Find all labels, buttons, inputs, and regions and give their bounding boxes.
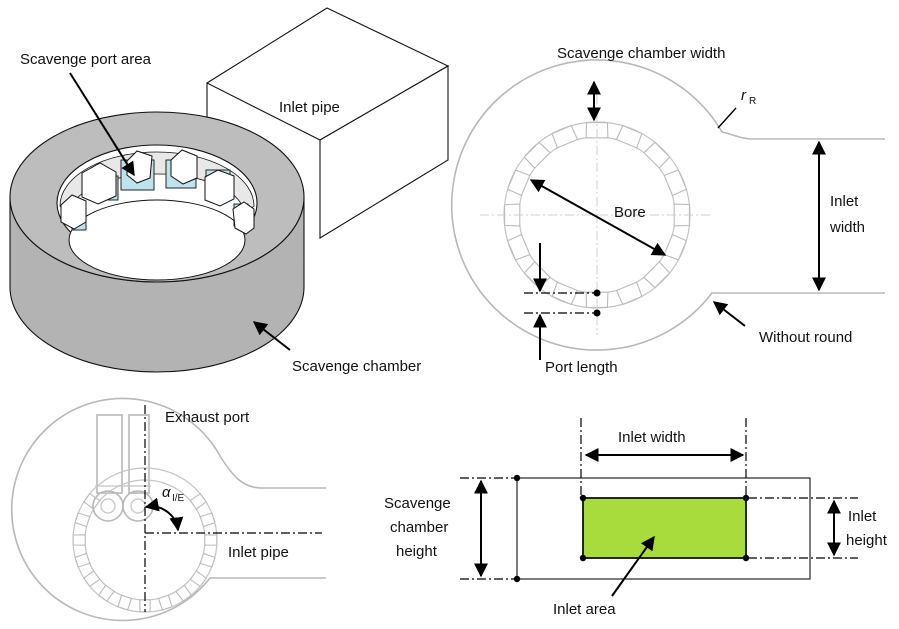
label-scavenge-chamber-height-2: chamber: [390, 519, 448, 536]
port-slot: [189, 492, 207, 510]
bore-lower-edge: [68, 199, 246, 281]
label-inlet-width-right-1: Inlet: [830, 193, 859, 210]
label-port-length: Port length: [545, 359, 618, 376]
label-alpha: α: [162, 484, 171, 501]
port-slot: [83, 570, 101, 588]
port-slot: [506, 233, 531, 261]
port-slot: [551, 124, 579, 149]
label-inlet-pipe-bottom: Inlet pipe: [228, 544, 289, 561]
inlet-pipe-box: [205, 7, 450, 239]
port-slot: [74, 512, 91, 528]
port-slot: [204, 534, 218, 546]
port-slot: [97, 584, 115, 602]
label-inlet-pipe-top: Inlet pipe: [279, 99, 340, 116]
label-scavenge-chamber-height-3: height: [396, 543, 438, 560]
label-bore: Bore: [614, 204, 646, 221]
label-scavenge-chamber: Scavenge chamber: [292, 358, 421, 375]
port-slot: [673, 203, 690, 227]
scavenge-ports: [60, 149, 255, 235]
plan-outer-outline: [450, 59, 885, 351]
port-slot: [199, 552, 216, 568]
port-slot: [199, 512, 216, 528]
exhaust-outer-outline: [10, 397, 326, 622]
label-inlet-height-1: Inlet: [848, 508, 877, 525]
label-inlet-width-right-2: width: [829, 219, 865, 236]
inlet-area-rect: [582, 497, 747, 559]
label-inlet-width-bottom: Inlet width: [618, 429, 686, 446]
port-slot: [506, 169, 531, 197]
label-scavenge-chamber-width: Scavenge chamber width: [557, 45, 725, 62]
plan-view: Scavenge chamber width r R Bore Inlet wi…: [450, 45, 885, 376]
label-alpha-subscript: I/E: [172, 493, 185, 504]
port-slot: [504, 203, 521, 227]
port-slot: [74, 552, 91, 568]
port-slot: [117, 594, 133, 611]
port-slot: [615, 124, 643, 149]
label-scavenge-chamber-height-1: Scavenge: [384, 495, 451, 512]
port-slot: [157, 594, 173, 611]
isometric-view: Scavenge port area Inlet pipe Scavenge c…: [9, 7, 450, 375]
port-slot: [663, 233, 688, 261]
port-slot: [189, 570, 207, 588]
inlet-section-view: Inlet width Scavenge chamber height Inle…: [384, 418, 888, 618]
label-r: r: [741, 87, 747, 104]
label-without-round: Without round: [759, 329, 852, 346]
port-slot: [663, 169, 688, 197]
label-scavenge-port-area: Scavenge port area: [20, 51, 152, 68]
label-r-subscript: R: [749, 96, 756, 107]
label-exhaust-port: Exhaust port: [165, 409, 250, 426]
port-slot: [83, 492, 101, 510]
port-slot: [523, 261, 551, 289]
port-slot: [643, 261, 671, 289]
port-slot: [175, 584, 193, 602]
exhaust-view: Exhaust port α I/E Inlet pipe: [10, 397, 326, 622]
port-slot: [643, 141, 671, 169]
port-slot: [72, 534, 86, 546]
port-slot: [615, 281, 643, 306]
label-inlet-height-2: height: [846, 532, 888, 549]
exhaust-ring-ports: [72, 492, 218, 613]
label-inlet-area: Inlet area: [553, 601, 616, 618]
port-slot: [523, 141, 551, 169]
